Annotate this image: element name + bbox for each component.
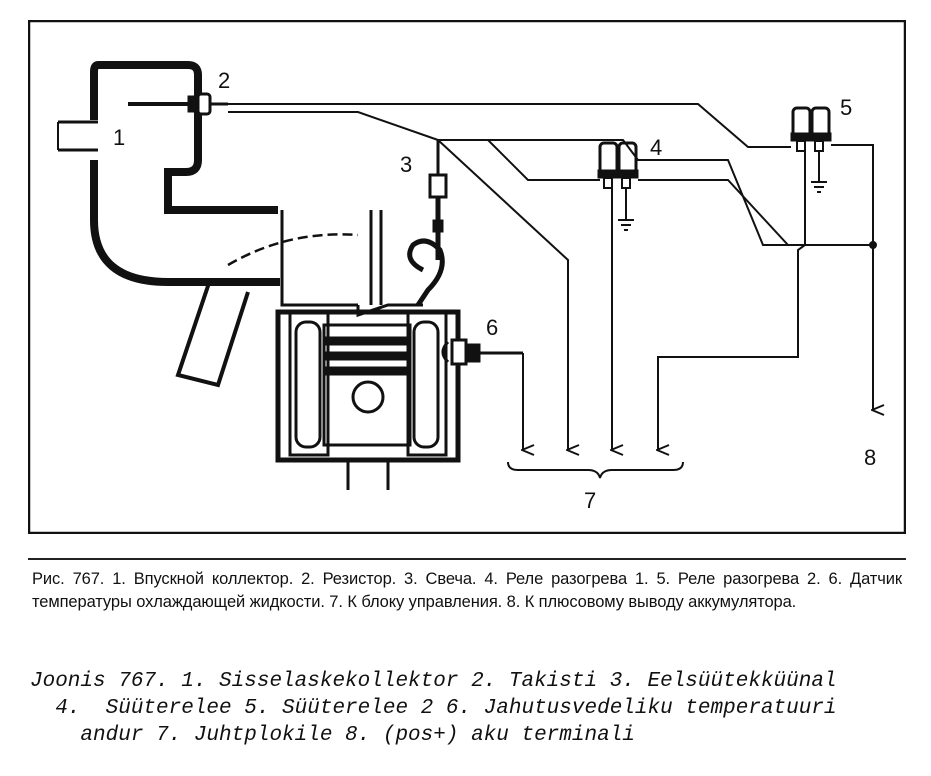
- coolant-temperature-sensor: [441, 338, 523, 366]
- callout-8: 8: [864, 445, 876, 470]
- cylinder-head: [356, 210, 445, 318]
- callout-2: 2: [218, 68, 230, 93]
- callout-4: 4: [650, 135, 662, 160]
- estonian-caption-line-1: Joonis 767. 1. Sisselaskekollektor 2. Ta…: [30, 670, 837, 693]
- estonian-caption: Joonis 767. 1. Sisselaskekollektor 2. Ta…: [30, 668, 920, 749]
- engine-cylinder: [275, 309, 461, 490]
- callout-7: 7: [584, 488, 596, 513]
- russian-caption: Рис. 767. 1. Впускной коллектор. 2. Рези…: [28, 558, 906, 646]
- callout-3: 3: [400, 152, 412, 177]
- wiring: [228, 103, 876, 450]
- estonian-caption-line-3: andur 7. Juhtplokile 8. (pos+) aku termi…: [30, 724, 635, 747]
- glow-relay-2: [790, 106, 832, 193]
- brace-7: [507, 461, 684, 479]
- callout-5: 5: [840, 95, 852, 120]
- resistor: [128, 92, 228, 116]
- callout-1: 1: [113, 125, 125, 150]
- intake-manifold: [57, 61, 359, 388]
- glow-plug: [428, 140, 448, 260]
- callout-6: 6: [486, 315, 498, 340]
- estonian-caption-line-2: 4. Süüterelee 5. Süüterelee 2 6. Jahutus…: [30, 697, 837, 720]
- wiring-diagram: 1 2 3 4 5 6 7 8: [28, 20, 906, 534]
